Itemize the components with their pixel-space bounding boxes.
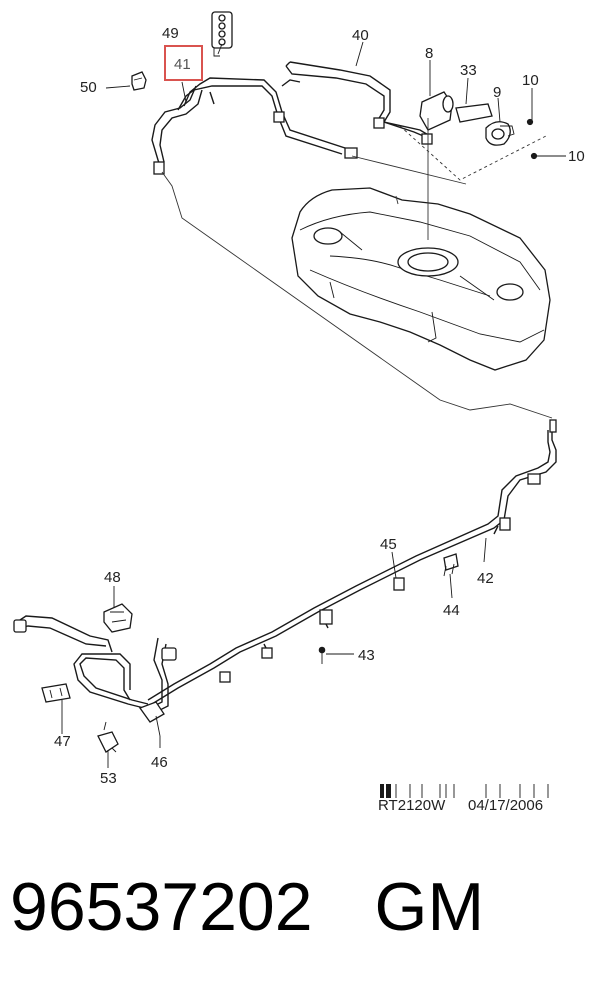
callout-44: 44: [443, 602, 460, 619]
connector-46: [138, 701, 165, 748]
callout-45: 45: [380, 536, 397, 553]
clip-48: [103, 603, 133, 633]
callout-labels: 49 41 50 40 8 33 9 10 10 45 42 44 43 48 …: [54, 25, 585, 787]
clip-44: [443, 553, 459, 577]
brand-name: GM: [374, 869, 485, 945]
callout-8: 8: [425, 45, 433, 62]
callout-41: 41: [174, 56, 191, 73]
callout-10-right: 10: [568, 148, 585, 165]
callout-46: 46: [151, 754, 168, 771]
clip-50: [131, 71, 147, 91]
clip-53: [97, 721, 119, 753]
rear-line-loop: [13, 615, 177, 713]
part-number: 96537202: [10, 869, 313, 945]
lower-fuel-lines: [147, 419, 557, 705]
callout-9: 9: [493, 84, 501, 101]
clip-47: [41, 683, 71, 703]
callout-48: 48: [104, 569, 121, 586]
parts-diagram: 49 41 50 40 8 33 9 10 10 45 42 44 43 48 …: [13, 11, 585, 814]
part-number-line: 96537202 GM: [10, 862, 590, 952]
callout-50: 50: [80, 79, 97, 96]
leader-lines: [61, 41, 566, 768]
callout-43: 43: [358, 647, 375, 664]
clip-49: [211, 11, 233, 57]
drawing-date: 04/17/2006: [468, 797, 543, 814]
upper-vent-lines: [151, 61, 433, 175]
callout-10-top: 10: [522, 72, 539, 89]
fuel-filter: [419, 88, 454, 131]
highlight-box: [164, 45, 203, 81]
callout-40: 40: [352, 27, 369, 44]
callout-49: 49: [162, 25, 179, 42]
fuel-tank: [291, 187, 551, 371]
bolt-10: [526, 118, 538, 160]
callout-53: 53: [100, 770, 117, 787]
drawing-stamp: RT2120W 04/17/2006: [378, 784, 549, 814]
filter-bracket: [455, 103, 515, 146]
callout-42: 42: [477, 570, 494, 587]
callout-47: 47: [54, 733, 71, 750]
screw-43: [318, 646, 326, 664]
callout-33: 33: [460, 62, 477, 79]
drawing-code: RT2120W: [378, 797, 446, 814]
